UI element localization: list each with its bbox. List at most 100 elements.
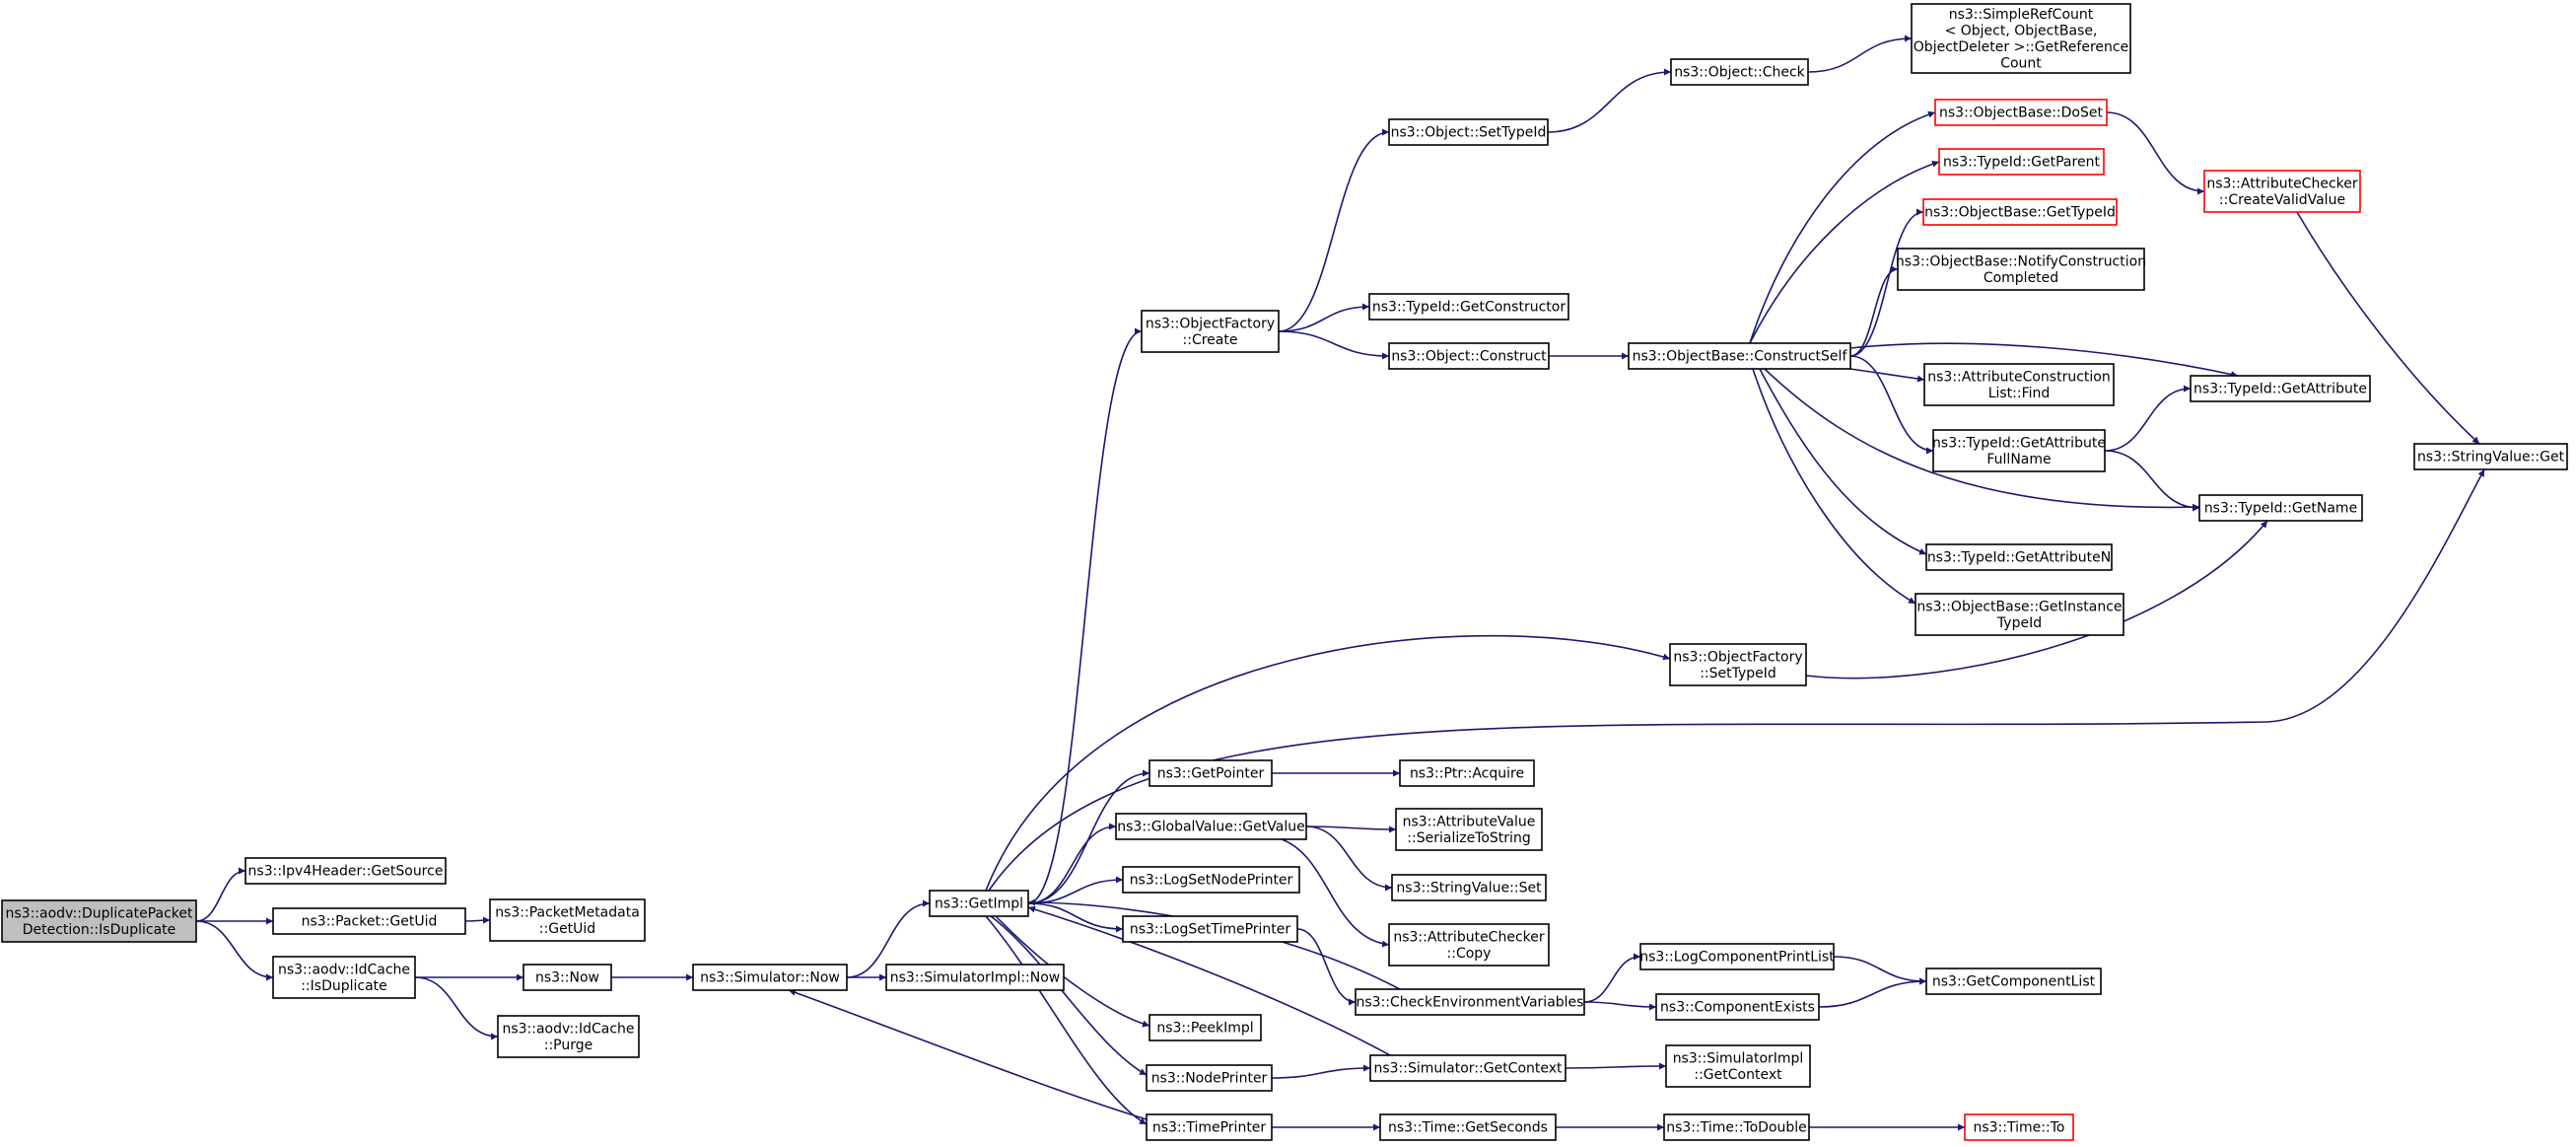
node-label: ns3::NodePrinter xyxy=(1151,1071,1268,1087)
node-objconstruct[interactable]: ns3::Object::Construct xyxy=(1388,342,1550,370)
edge-obconstructself-to-obgetinst xyxy=(1752,368,1916,605)
node-ipv4src[interactable]: ns3::Ipv4Header::GetSource xyxy=(244,857,447,885)
node-tidgetattrn[interactable]: ns3::TypeId::GetAttributeN xyxy=(1925,543,2113,571)
node-label: ns3::Time::ToDouble xyxy=(1666,1120,1807,1136)
node-box xyxy=(1911,3,2131,74)
edge-ofcreate-to-objsettid xyxy=(1278,128,1390,332)
node-box xyxy=(1670,58,1809,86)
node-objsettid[interactable]: ns3::Object::SetTypeId xyxy=(1388,118,1549,146)
node-getimpl[interactable]: ns3::GetImpl xyxy=(929,890,1029,917)
edge-objsettid-to-objcheck xyxy=(1547,68,1672,133)
node-tidgetattr[interactable]: ns3::TypeId::GetAttribute xyxy=(2190,375,2371,402)
edge-getimpl-to-getpointer xyxy=(1027,769,1150,904)
node-obgettid[interactable]: ns3::ObjectBase::GetTypeId xyxy=(1922,198,2118,226)
node-label: ns3::Time::To xyxy=(1974,1120,2065,1136)
node-label: ::Purge xyxy=(544,1038,593,1053)
node-timetodouble[interactable]: ns3::Time::ToDouble xyxy=(1663,1113,1810,1141)
node-label: ns3::TypeId::GetAttribute xyxy=(1932,435,2106,451)
node-simimplnow[interactable]: ns3::SimulatorImpl::Now xyxy=(885,964,1065,991)
node-purge[interactable]: ns3::aodv::IdCache::Purge xyxy=(497,1015,640,1058)
node-logcompprint[interactable]: ns3::LogComponentPrintList xyxy=(1639,943,1835,970)
node-box xyxy=(1923,363,2115,406)
edge-getimpl-to-timeprinter xyxy=(985,915,1148,1125)
node-ofsettid[interactable]: ns3::ObjectFactory::SetTypeId xyxy=(1669,643,1807,686)
node-ofcreate[interactable]: ns3::ObjectFactory::Create xyxy=(1141,310,1280,353)
node-compexists[interactable]: ns3::ComponentExists xyxy=(1655,993,1820,1021)
node-ptracquire[interactable]: ns3::Ptr::Acquire xyxy=(1399,759,1535,787)
node-tidgetparent[interactable]: ns3::TypeId::GetParent xyxy=(1938,148,2105,176)
node-idcache[interactable]: ns3::aodv::IdCache::IsDuplicate xyxy=(272,956,416,999)
node-label: < Object, ObjectBase, xyxy=(1945,23,2098,38)
node-label: ::SerializeToString xyxy=(1407,830,1530,846)
node-strvalget[interactable]: ns3::StringValue::Get xyxy=(2413,443,2568,470)
node-logsettime[interactable]: ns3::LogSetTimePrinter xyxy=(1122,915,1298,943)
node-label: ns3::ObjectBase::GetInstance xyxy=(1916,599,2122,614)
node-pktuid[interactable]: ns3::Packet::GetUid xyxy=(272,907,466,935)
node-getpointer[interactable]: ns3::GetPointer xyxy=(1149,759,1273,787)
node-label: ns3::Now xyxy=(535,970,599,986)
node-box xyxy=(885,964,1065,991)
edge-obconstructself-to-obnotify xyxy=(1849,265,1899,357)
edge-tidgetattrfull-to-tidgetattr xyxy=(2104,385,2192,452)
node-peekimpl[interactable]: ns3::PeekImpl xyxy=(1149,1014,1262,1041)
edge-pktuid-to-pmuid xyxy=(464,916,491,924)
node-label: ns3::LogSetNodePrinter xyxy=(1130,873,1293,889)
node-root[interactable]: ns3::aodv::DuplicatePacketDetection::IsD… xyxy=(1,899,197,943)
node-label: ns3::LogSetTimePrinter xyxy=(1130,922,1291,938)
node-label: ns3::AttributeValue xyxy=(1403,814,1536,829)
node-srcgetref[interactable]: ns3::SimpleRefCount< Object, ObjectBase,… xyxy=(1911,3,2131,74)
node-timegetsec[interactable]: ns3::Time::GetSeconds xyxy=(1379,1113,1557,1141)
node-label: Count xyxy=(2000,55,2042,71)
node-simnow[interactable]: ns3::Simulator::Now xyxy=(692,964,848,991)
node-gvgetvalue[interactable]: ns3::GlobalValue::GetValue xyxy=(1115,813,1307,840)
node-pmuid[interactable]: ns3::PacketMetadata::GetUid xyxy=(489,898,646,942)
node-box xyxy=(1922,198,2118,226)
edge-getimpl-to-peekimpl xyxy=(995,915,1150,1028)
node-box xyxy=(1141,310,1280,353)
node-obdoset[interactable]: ns3::ObjectBase::DoSet xyxy=(1934,99,2108,126)
node-label: ns3::ObjectBase::ConstructSelf xyxy=(1633,349,1848,365)
node-box xyxy=(1395,808,1543,851)
node-logsetnode[interactable]: ns3::LogSetNodePrinter xyxy=(1122,866,1300,894)
edge-obconstructself-to-tidgetattrn xyxy=(1759,368,1927,555)
node-nodeprinter[interactable]: ns3::NodePrinter xyxy=(1146,1064,1273,1092)
node-label: ns3::ComponentExists xyxy=(1660,1000,1815,1016)
node-objcheck[interactable]: ns3::Object::Check xyxy=(1670,58,1809,86)
edge-simgetctx-to-getimpl xyxy=(1027,905,1391,1056)
node-box xyxy=(1369,1054,1566,1082)
node-getcomplist[interactable]: ns3::GetComponentList xyxy=(1925,968,2102,995)
edge-getimpl-to-gvgetvalue xyxy=(1027,823,1117,904)
node-label: ns3::ObjectFactory xyxy=(1673,649,1802,665)
node-label: ns3::SimpleRefCount xyxy=(1949,7,2094,23)
edge-logcompprint-to-getcomplist xyxy=(1833,956,1927,985)
node-accreate[interactable]: ns3::AttributeChecker::CreateValidValue xyxy=(2203,170,2361,213)
edge-accreate-to-strvalget xyxy=(2296,211,2480,445)
node-label: ns3::Object::Construct xyxy=(1391,349,1547,365)
node-timeto[interactable]: ns3::Time::To xyxy=(1964,1113,2074,1141)
node-label: ns3::SimulatorImpl::Now xyxy=(890,970,1061,986)
node-timeprinter[interactable]: ns3::TimePrinter xyxy=(1146,1113,1273,1141)
node-box xyxy=(692,964,848,991)
node-label: ::IsDuplicate xyxy=(301,978,387,994)
node-label: ns3::Object::SetTypeId xyxy=(1391,125,1547,141)
node-obnotify[interactable]: ns3::ObjectBase::NotifyConstructionCompl… xyxy=(1896,248,2146,291)
node-obconstructself[interactable]: ns3::ObjectBase::ConstructSelf xyxy=(1628,342,1851,370)
node-accopy[interactable]: ns3::AttributeChecker::Copy xyxy=(1388,923,1550,967)
node-tidgetctor[interactable]: ns3::TypeId::GetConstructor xyxy=(1368,293,1569,321)
node-simgetctx[interactable]: ns3::Simulator::GetContext xyxy=(1369,1054,1566,1082)
node-label: ns3::Object::Check xyxy=(1674,65,1805,81)
node-strvalset[interactable]: ns3::StringValue::Set xyxy=(1391,874,1547,901)
node-label: ns3::AttributeChecker xyxy=(1393,929,1545,945)
node-box xyxy=(1149,1014,1262,1041)
node-checkenv[interactable]: ns3::CheckEnvironmentVariables xyxy=(1355,988,1585,1016)
node-label: ns3::Simulator::Now xyxy=(700,970,840,986)
node-simimplgetctx[interactable]: ns3::SimulatorImpl::GetContext xyxy=(1665,1044,1811,1088)
edge-getimpl-to-logsettime xyxy=(1027,902,1124,933)
node-tidgetname[interactable]: ns3::TypeId::GetName xyxy=(2198,494,2363,522)
node-now[interactable]: ns3::Now xyxy=(522,964,612,991)
edge-gvgetvalue-to-accopy xyxy=(1281,838,1390,948)
node-avserialize[interactable]: ns3::AttributeValue::SerializeToString xyxy=(1395,808,1543,851)
